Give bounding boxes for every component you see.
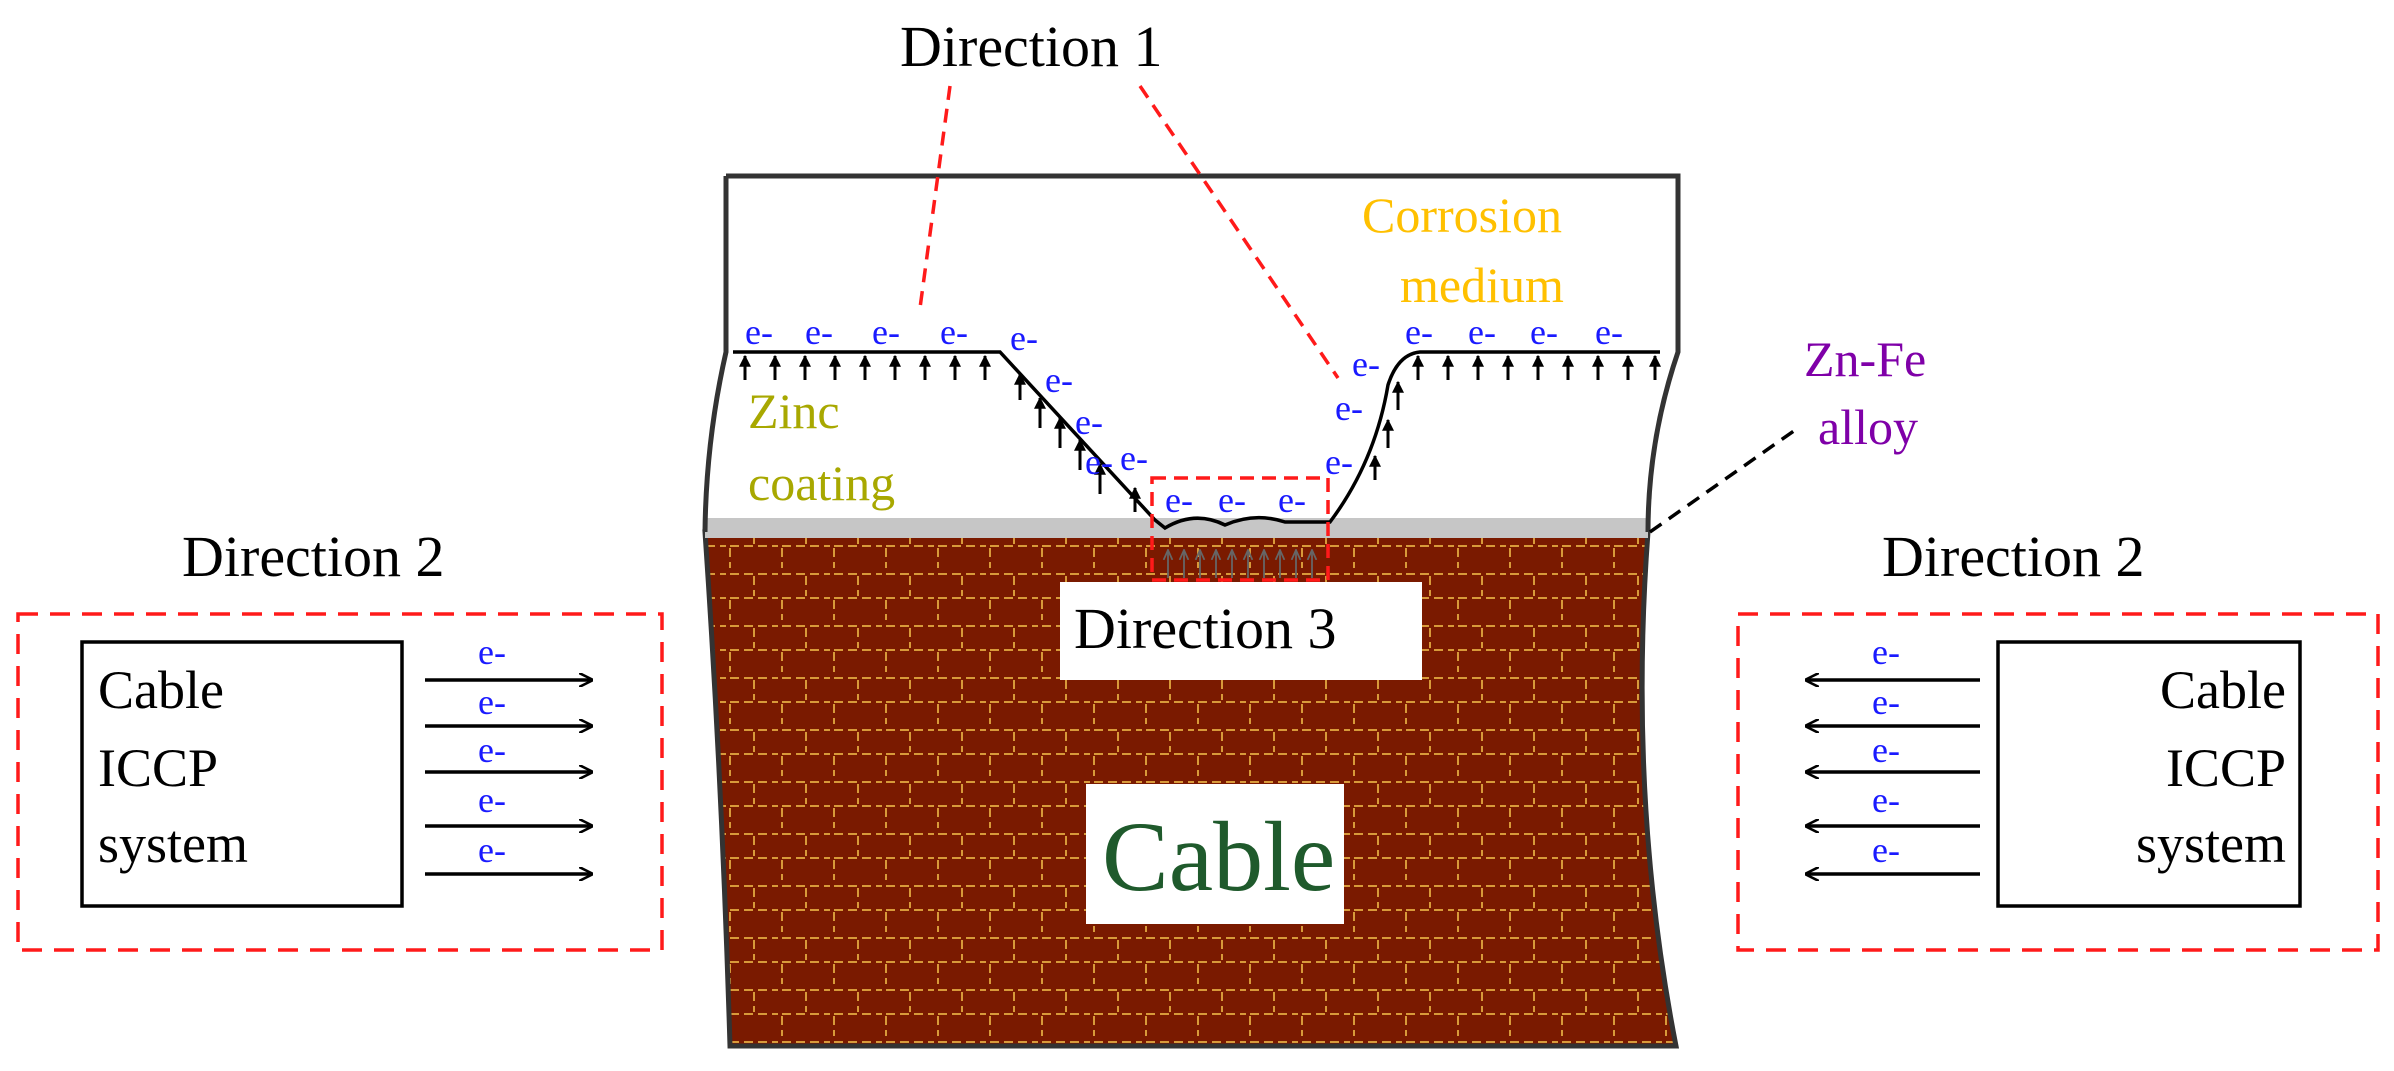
direction2-right-frame xyxy=(1736,612,2380,952)
electron-label: e- xyxy=(1530,312,1558,352)
iccp-right-line1: Cable xyxy=(2160,660,2286,720)
electron-label: e- xyxy=(745,312,773,352)
electron-label: e- xyxy=(1325,442,1353,482)
electron-label: e- xyxy=(1045,360,1073,400)
coating-block-outline xyxy=(702,173,1681,533)
electron-label: e- xyxy=(1872,632,1900,672)
zinc-coating-label-2: coating xyxy=(748,455,895,511)
electron-label: e- xyxy=(1218,480,1246,520)
iccp-left-line3: system xyxy=(98,814,248,874)
electron-label: e- xyxy=(1468,312,1496,352)
surface-arrows-pit xyxy=(1014,372,1404,512)
electron-label: e- xyxy=(478,830,506,870)
direction3-box xyxy=(1060,582,1422,680)
current-arrows-right xyxy=(1806,680,1980,874)
electron-label: e- xyxy=(1085,442,1113,482)
electron-label: e- xyxy=(478,632,506,672)
direction1-pointer-right xyxy=(1138,85,1340,379)
cable-label-box xyxy=(1086,784,1344,924)
iccp-right-line3: system xyxy=(2136,814,2286,874)
direction3-label: Direction 3 xyxy=(1074,596,1337,661)
iccp-right-box xyxy=(1996,640,2302,908)
iccp-right-electrons: e- e- e- e- e- xyxy=(1872,632,1900,870)
electron-label: e- xyxy=(1872,830,1900,870)
electron-label: e- xyxy=(1872,730,1900,770)
surface-electrons: e- e- e- e- e- e- e- e- e- e- e- e- e- e… xyxy=(745,312,1623,520)
iccp-left-line2: ICCP xyxy=(98,738,218,798)
alloy-label-2: alloy xyxy=(1818,399,1918,455)
corrosion-medium-label-1: Corrosion xyxy=(1362,187,1562,243)
electron-label: e- xyxy=(1872,682,1900,722)
corrosion-medium-label-2: medium xyxy=(1400,257,1564,313)
electron-label: e- xyxy=(1165,480,1193,520)
electron-label: e- xyxy=(1872,780,1900,820)
direction1-label: Direction 1 xyxy=(900,14,1163,79)
alloy-pointer xyxy=(1648,426,1800,534)
zn-fe-alloy-layer xyxy=(705,518,1648,538)
electron-label: e- xyxy=(1010,318,1038,358)
electron-label: e- xyxy=(940,312,968,352)
surface-arrows-right xyxy=(1412,354,1661,380)
electron-label: e- xyxy=(1075,402,1103,442)
pit-bottom-arrows xyxy=(1168,550,1312,578)
electron-label: e- xyxy=(1335,388,1363,428)
electron-label: e- xyxy=(478,730,506,770)
alloy-label-1: Zn-Fe xyxy=(1804,331,1926,387)
direction2-left-frame xyxy=(16,612,664,952)
iccp-left-line1: Cable xyxy=(98,660,224,720)
iccp-right-line2: ICCP xyxy=(2166,738,2286,798)
direction2-left-label: Direction 2 xyxy=(182,524,445,589)
zinc-coating-label-1: Zinc xyxy=(748,383,840,439)
electron-label: e- xyxy=(478,682,506,722)
electron-label: e- xyxy=(1352,344,1380,384)
electron-label: e- xyxy=(805,312,833,352)
pit-highlight-box xyxy=(1150,476,1330,582)
electron-label: e- xyxy=(872,312,900,352)
surface-arrows-left xyxy=(739,354,991,380)
current-arrows-left xyxy=(425,680,592,874)
direction2-right-label: Direction 2 xyxy=(1882,524,2145,589)
electron-label: e- xyxy=(1120,438,1148,478)
iccp-left-box xyxy=(80,640,404,908)
direction1-pointer-left xyxy=(918,85,952,309)
electron-label: e- xyxy=(1595,312,1623,352)
electron-label: e- xyxy=(1405,312,1433,352)
coating-surface xyxy=(733,350,1660,531)
electron-label: e- xyxy=(1278,480,1306,520)
electron-label: e- xyxy=(478,780,506,820)
iccp-left-electrons: e- e- e- e- e- xyxy=(478,632,506,870)
cable-label: Cable xyxy=(1102,801,1335,912)
